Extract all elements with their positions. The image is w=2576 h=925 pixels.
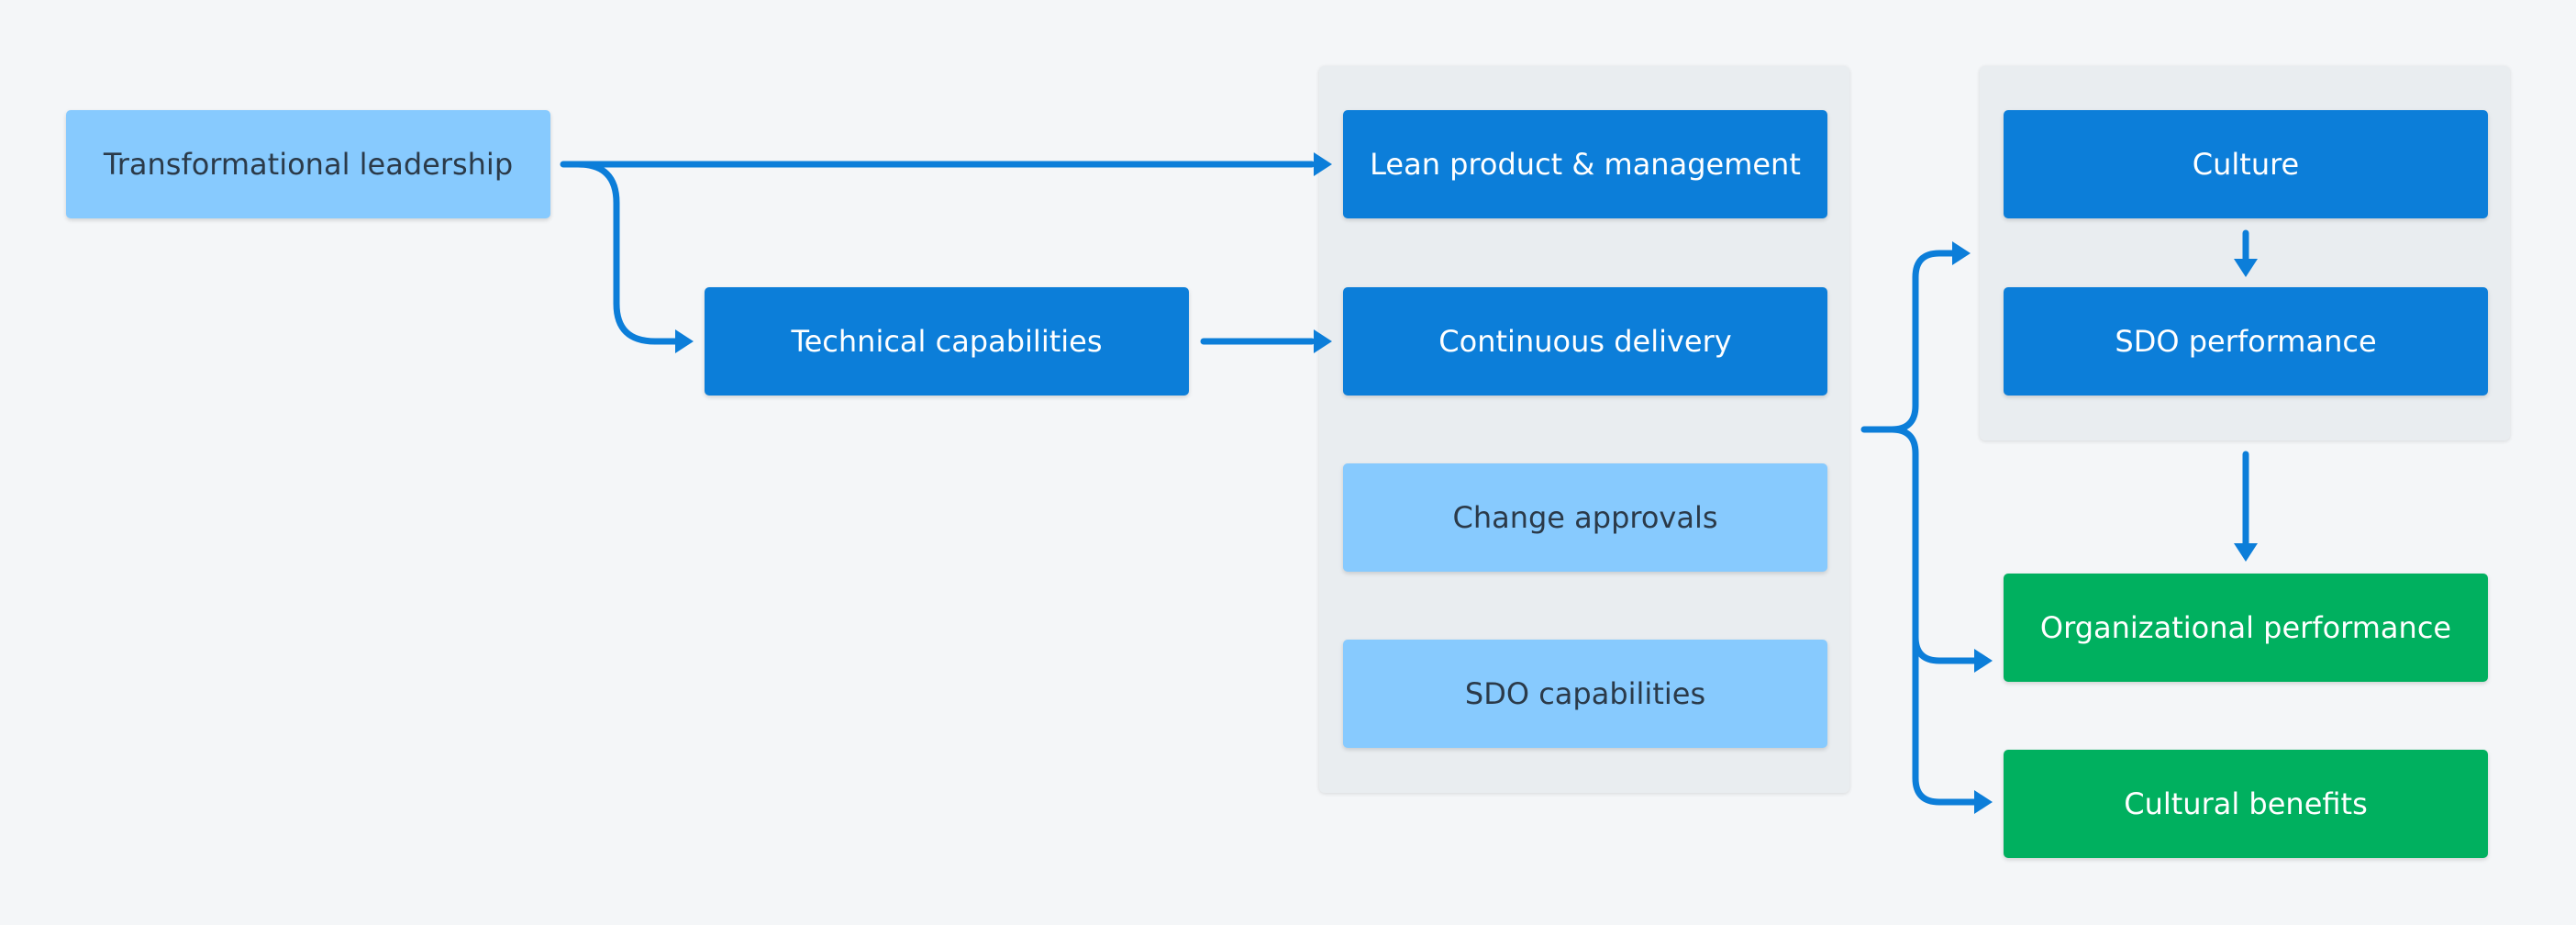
arrowhead-lean xyxy=(1314,152,1332,176)
node-cultural-benefits: Cultural benefits xyxy=(2004,750,2488,858)
node-change-approvals: Change approvals xyxy=(1343,463,1827,572)
arrowhead-sdo-performance xyxy=(2234,259,2258,277)
node-organizational-performance: Organizational performance xyxy=(2004,574,2488,682)
edge-leadership-to-technical xyxy=(574,161,683,345)
arrowhead-organizational xyxy=(2234,543,2258,562)
node-continuous-delivery: Continuous delivery xyxy=(1343,287,1827,396)
node-culture: Culture xyxy=(2004,110,2488,218)
node-lean-product-management: Lean product & management xyxy=(1343,110,1827,218)
node-sdo-capabilities: SDO capabilities xyxy=(1343,640,1827,748)
brace-to-cultural-benefits xyxy=(1912,633,1982,806)
arrowhead-culture xyxy=(1952,241,1971,265)
arrowhead-cultural-benefits xyxy=(1974,790,1993,814)
brace-to-organizational xyxy=(1888,426,1982,664)
brace-to-culture xyxy=(1860,250,1958,433)
arrowhead-org-performance xyxy=(1974,649,1993,673)
node-transformational-leadership: Transformational leadership xyxy=(66,110,550,218)
arrowhead-technical xyxy=(675,329,694,353)
node-sdo-performance: SDO performance xyxy=(2004,287,2488,396)
node-technical-capabilities: Technical capabilities xyxy=(705,287,1189,396)
arrowhead-delivery xyxy=(1314,329,1332,353)
